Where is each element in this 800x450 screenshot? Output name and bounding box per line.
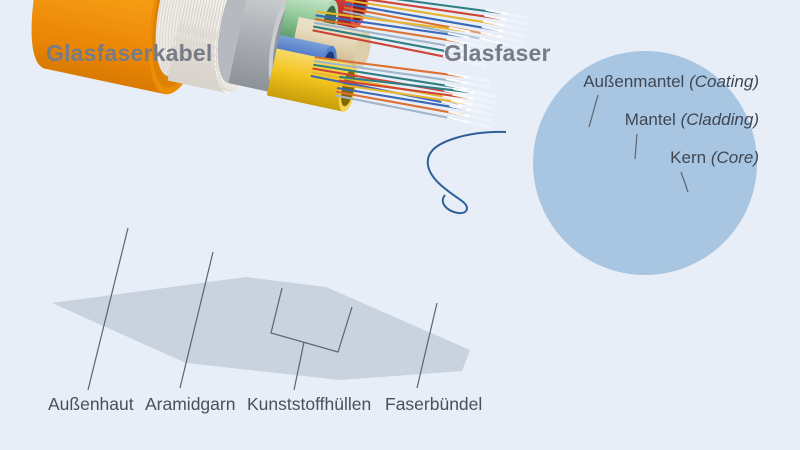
leader-coating — [588, 94, 599, 128]
leader-kunststoffhuellen-stem — [293, 341, 305, 391]
label-faserbuendel: Faserbündel — [385, 394, 483, 414]
label-coating-name: Außenmantel — [583, 72, 685, 91]
leader-faserbuendel — [416, 302, 438, 389]
cable-shadow — [52, 277, 470, 380]
label-coating: Außenmantel (Coating) — [583, 72, 759, 92]
label-cladding-name: Mantel — [624, 110, 676, 129]
leader-lines — [87, 94, 689, 391]
title-glasfaser: Glasfaser — [444, 40, 551, 66]
label-cladding-translation: (Cladding) — [680, 110, 759, 129]
label-cladding: Mantel (Cladding) — [625, 110, 759, 130]
fiber-pigtail-curve — [426, 130, 507, 215]
label-aramidgarn: Aramidgarn — [145, 394, 236, 414]
label-aussenhaut: Außenhaut — [48, 394, 134, 414]
fiber-bundles — [310, 0, 530, 129]
leader-core — [680, 171, 689, 193]
leader-aramidgarn — [179, 251, 214, 389]
title-glasfaserkabel: Glasfaserkabel — [46, 40, 213, 66]
label-core: Kern (Core) — [670, 148, 759, 168]
label-core-name: Kern — [670, 148, 707, 167]
label-kunststoffhuellen: Kunststoffhüllen — [247, 394, 372, 414]
leader-aussenhaut — [87, 227, 129, 391]
label-core-translation: (Core) — [710, 148, 759, 167]
fiber-cable-illustration — [31, 0, 530, 129]
label-coating-translation: (Coating) — [689, 72, 759, 91]
leader-cladding — [634, 133, 638, 160]
magnifier-circle — [533, 51, 757, 275]
